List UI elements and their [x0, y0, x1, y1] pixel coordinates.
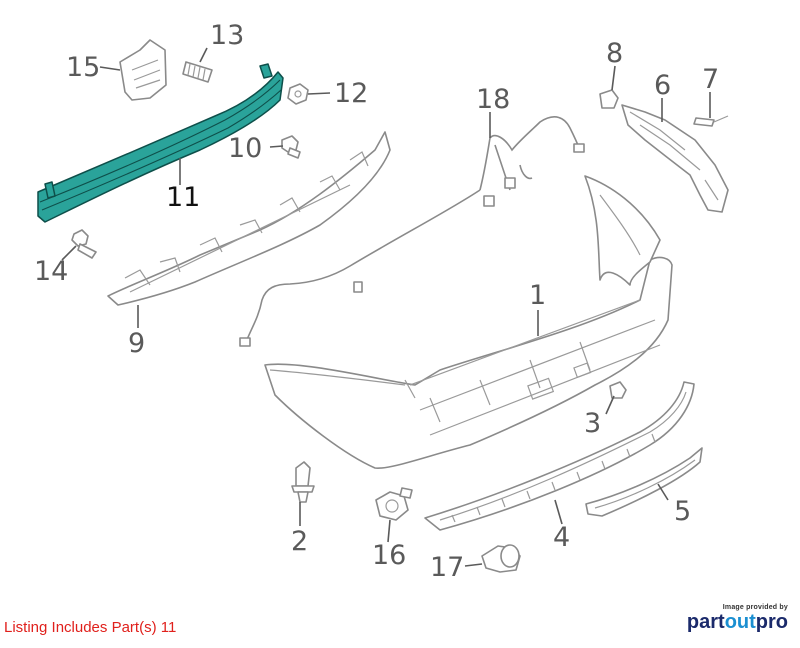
part-8-clip — [599, 89, 619, 109]
part-14-bolt — [71, 229, 97, 259]
part-12-nut — [287, 83, 309, 105]
brand-name-out: out — [724, 611, 756, 633]
callout-15: 15 — [66, 52, 100, 83]
callout-18: 18 — [476, 84, 510, 115]
part-4-step-pad — [424, 381, 695, 531]
callout-10: 10 — [228, 133, 262, 164]
callout-13: 13 — [210, 20, 244, 51]
callout-9: 9 — [128, 328, 145, 359]
callout-4: 4 — [553, 522, 570, 553]
callout-5: 5 — [674, 496, 691, 527]
callout-8: 8 — [606, 38, 623, 69]
part-16-sensor-holder — [375, 487, 413, 521]
part-1-bumper-cover — [264, 175, 673, 469]
part-18-wiring-harness — [239, 116, 585, 347]
listing-note: Listing Includes Part(s) 11 — [4, 619, 177, 636]
brand-caption: Image provided by — [722, 604, 788, 611]
callout-16: 16 — [372, 540, 406, 571]
callout-12: 12 — [334, 78, 368, 109]
part-13-stud — [182, 61, 213, 83]
callout-17: 17 — [430, 552, 464, 583]
callout-11: 11 — [166, 182, 200, 213]
part-2-push-pin — [291, 461, 315, 503]
brand-name-pro: pro — [755, 611, 788, 633]
brand-logo: Image provided by partoutpro — [687, 604, 788, 633]
part-11-bumper-reinforcement — [37, 63, 284, 223]
part-3-bolt — [609, 381, 627, 399]
part-5-side-trim — [585, 447, 703, 517]
callout-6: 6 — [654, 70, 671, 101]
callout-14: 14 — [34, 256, 68, 287]
brand-name-part: part — [686, 611, 725, 633]
part-15-bracket — [119, 39, 167, 101]
callout-7: 7 — [702, 64, 719, 95]
callout-2: 2 — [291, 526, 308, 557]
part-10-bolt — [281, 135, 301, 159]
callout-1: 1 — [529, 280, 546, 311]
part-17-parking-sensor — [481, 544, 521, 573]
callout-3: 3 — [584, 408, 601, 439]
callout-labels: 15 13 12 10 11 14 9 18 8 6 7 1 3 4 5 2 1… — [34, 20, 719, 583]
part-9-energy-absorber — [107, 131, 391, 306]
part-6-side-bracket — [621, 104, 729, 213]
brand-name: partoutpro — [687, 611, 788, 633]
leader-lines — [61, 47, 711, 567]
part-7-screw — [693, 115, 729, 127]
